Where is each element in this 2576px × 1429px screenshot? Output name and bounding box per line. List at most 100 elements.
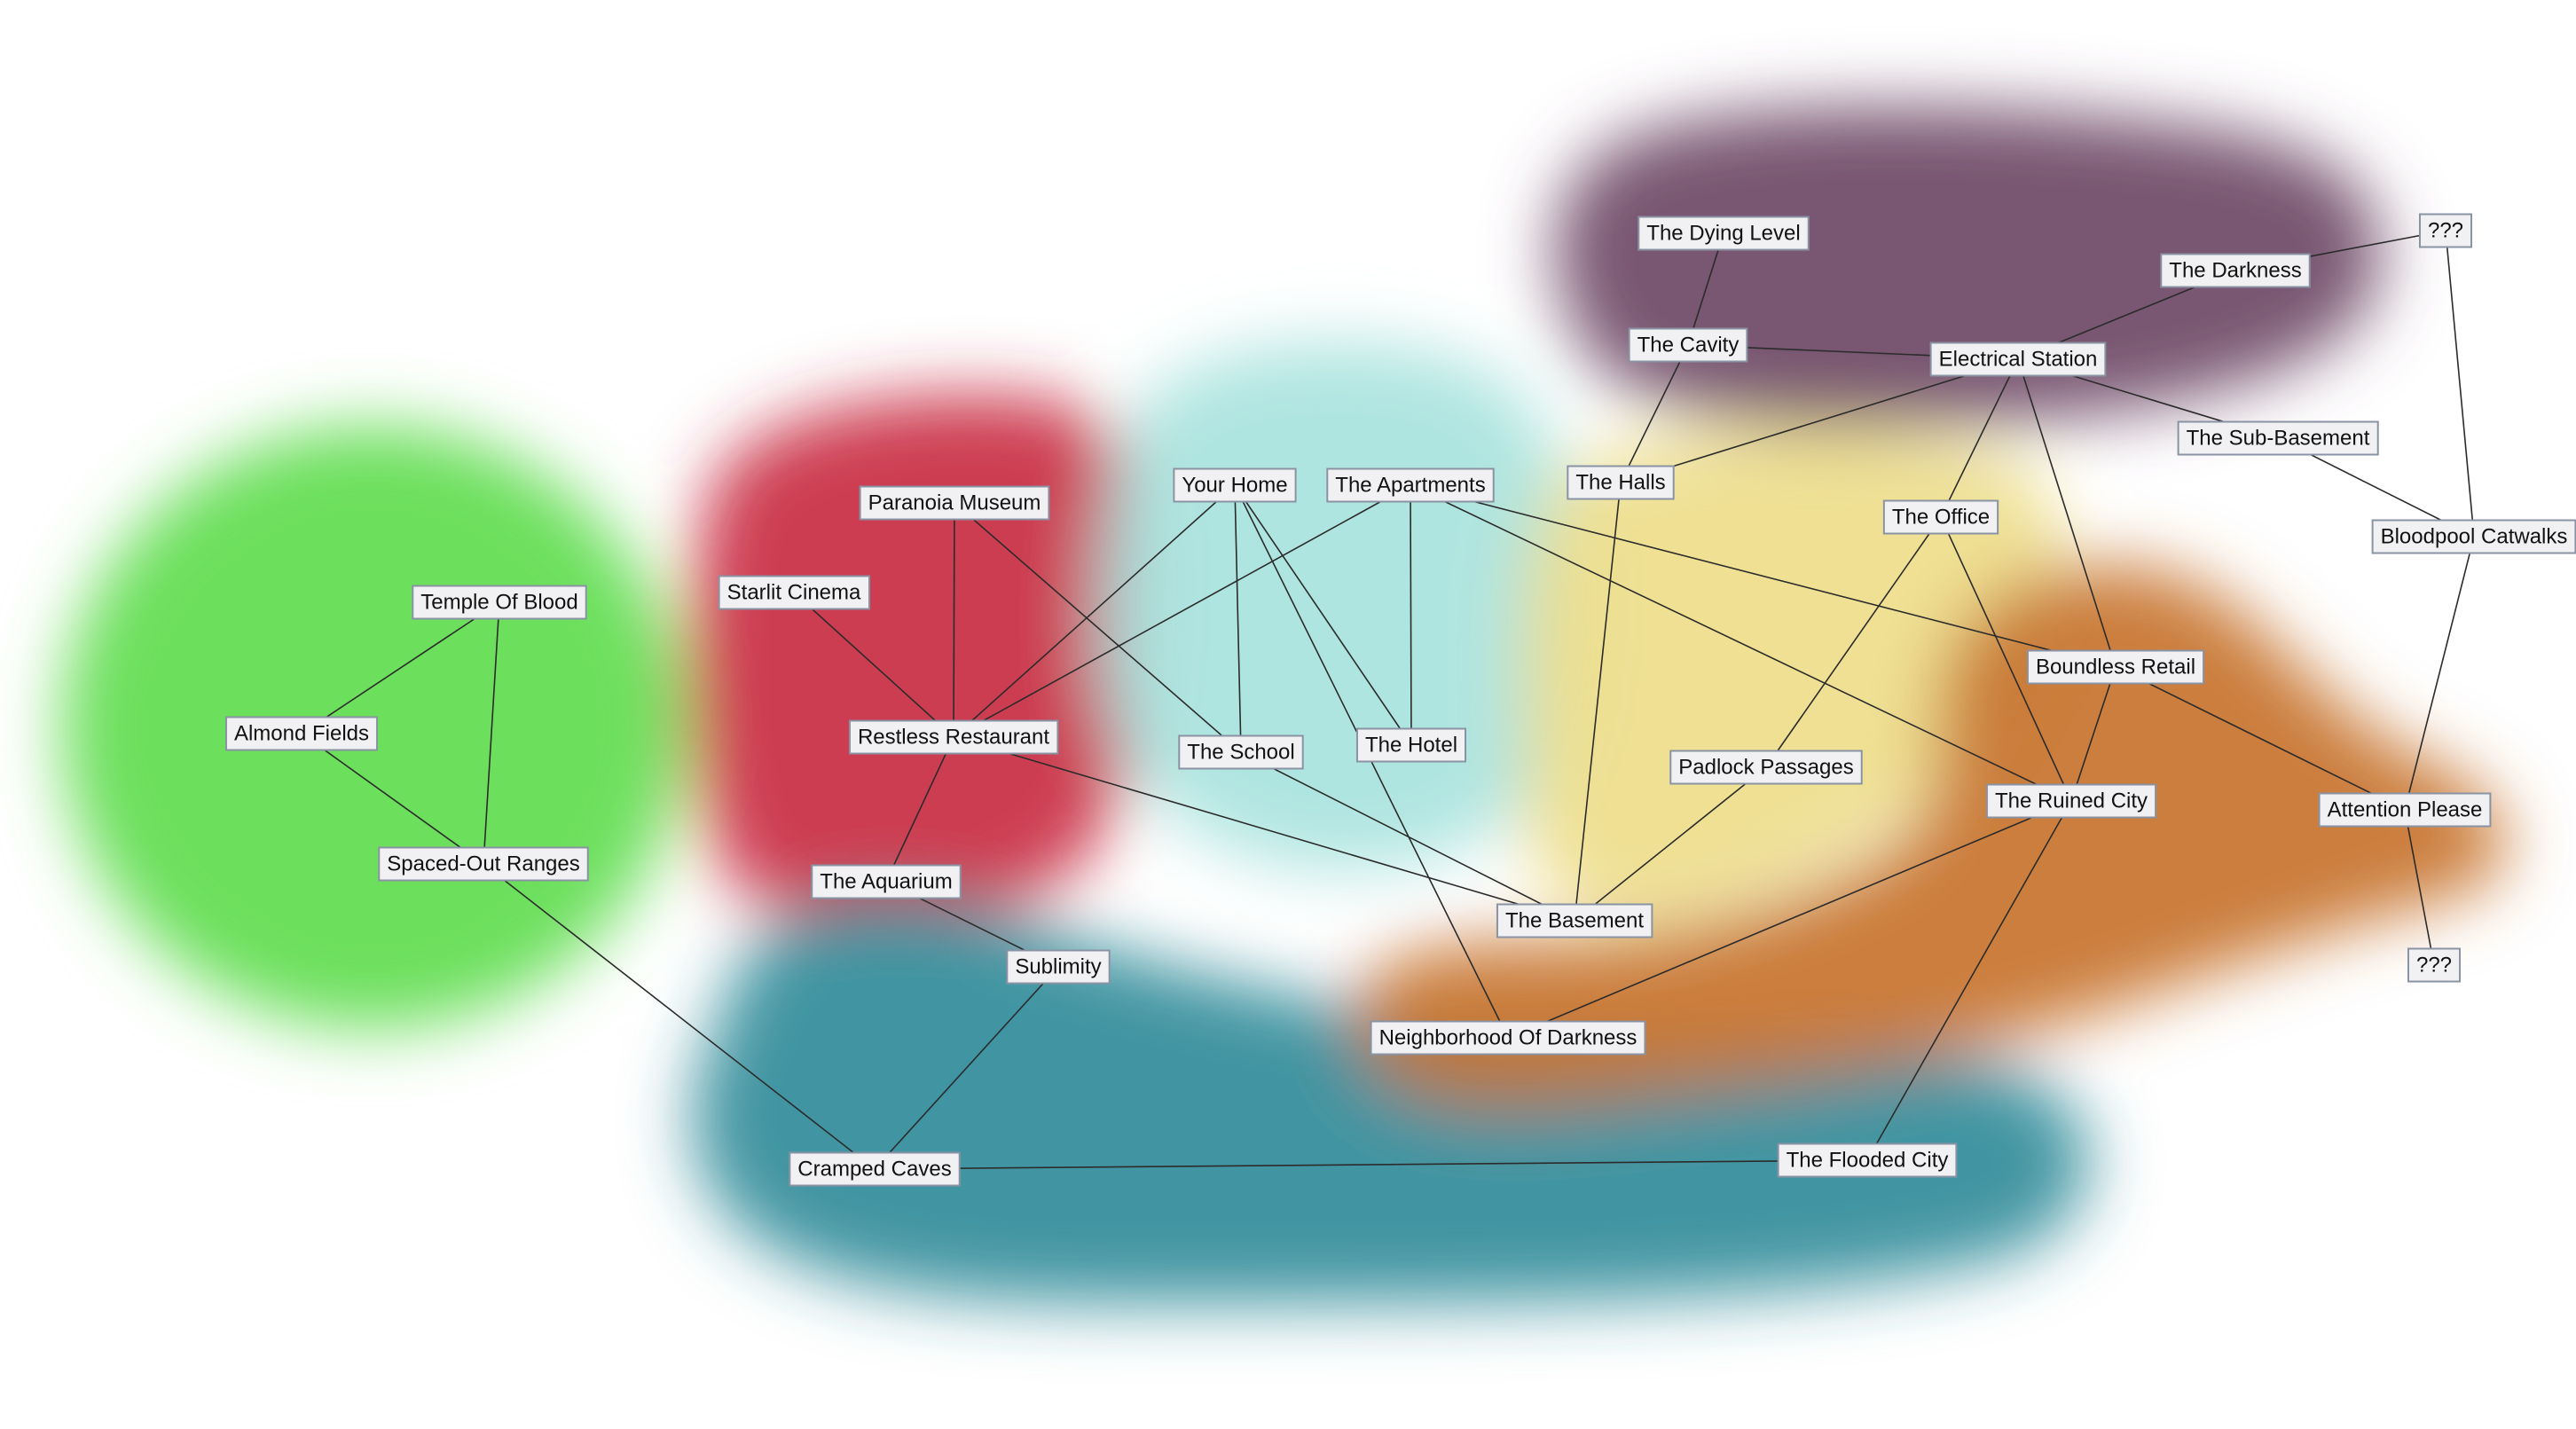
edge-office-padlock (1765, 516, 1942, 768)
edge-electrical-boundless (2017, 358, 2117, 668)
node-aquarium[interactable]: The Aquarium (811, 864, 962, 899)
edge-office-ruined (1940, 516, 2072, 802)
node-label: Your Home (1182, 474, 1287, 498)
node-box (378, 846, 589, 882)
node-label: The Basement (1505, 909, 1644, 933)
edge-basement-padlock (1574, 766, 1767, 922)
node-box (2418, 213, 2473, 248)
node-apartments[interactable]: The Apartments (1326, 467, 1495, 503)
node-label: The Office (1892, 506, 1990, 530)
edge-temple-almond (301, 601, 500, 734)
edge-home-school (1234, 484, 1242, 753)
node-box (1628, 327, 1748, 363)
edge-restless-home (953, 484, 1236, 738)
region-yellow (1522, 428, 2062, 923)
edge-dying-cavity (1687, 232, 1724, 346)
node-box (1777, 1142, 1958, 1178)
node-home[interactable]: Your Home (1173, 467, 1297, 503)
node-label: The Hotel (1365, 734, 1457, 758)
edge-basement-halls (1574, 482, 1622, 922)
node-attention[interactable]: Attention Please (2318, 792, 2492, 828)
node-box (1326, 467, 1495, 503)
node-box (224, 716, 379, 751)
node-label: The School (1187, 741, 1294, 765)
node-q2[interactable]: ??? (2407, 947, 2462, 983)
node-box (2177, 420, 2379, 456)
node-label: Starlit Cinema (727, 581, 861, 605)
node-box (2026, 649, 2205, 685)
edge-restless-basement (953, 736, 1575, 922)
node-box (1370, 1020, 1646, 1056)
edge-neighborhood-ruined (1507, 800, 2072, 1039)
edge-spaced-cramped (483, 863, 876, 1170)
node-starlit[interactable]: Starlit Cinema (718, 575, 871, 610)
node-sublimity[interactable]: Sublimity (1006, 949, 1111, 985)
node-label: Spaced-Out Ranges (387, 852, 579, 876)
region-teal (692, 896, 2090, 1304)
node-box (2318, 792, 2492, 828)
node-label: Neighborhood Of Darkness (1379, 1026, 1637, 1050)
node-temple[interactable]: Temple Of Blood (412, 585, 587, 620)
node-label: The Darkness (2169, 259, 2301, 283)
node-label: Cramped Caves (797, 1158, 951, 1182)
node-restless[interactable]: Restless Restaurant (848, 719, 1059, 755)
node-spaced[interactable]: Spaced-Out Ranges (378, 846, 589, 882)
edge-boundless-attention (2115, 666, 2406, 811)
node-box (1637, 216, 1810, 251)
edge-home-hotel (1234, 484, 1412, 746)
node-label: Restless Restaurant (858, 726, 1049, 750)
edge-apartments-boundless (1410, 484, 2117, 668)
node-office[interactable]: The Office (1882, 499, 1999, 535)
region-layer (62, 106, 2507, 1304)
node-dying[interactable]: The Dying Level (1637, 216, 1810, 251)
node-label: Padlock Passages (1678, 756, 1853, 780)
node-q1[interactable]: ??? (2418, 213, 2473, 248)
node-box (789, 1151, 961, 1187)
node-label: The Dying Level (1646, 222, 1800, 246)
node-box (1882, 499, 1999, 535)
node-label: The Halls (1575, 471, 1665, 495)
node-box (811, 864, 962, 899)
node-subbasement[interactable]: The Sub-Basement (2177, 420, 2379, 456)
node-cramped[interactable]: Cramped Caves (789, 1151, 961, 1187)
node-neighborhood[interactable]: Neighborhood Of Darkness (1370, 1020, 1646, 1056)
node-halls[interactable]: The Halls (1567, 465, 1675, 500)
node-box (2160, 253, 2311, 288)
node-padlock[interactable]: Padlock Passages (1669, 750, 1863, 785)
edge-starlit-restless (793, 592, 954, 738)
node-box (2407, 947, 2462, 983)
node-boundless[interactable]: Boundless Retail (2026, 649, 2205, 685)
node-label: Paranoia Museum (868, 491, 1041, 515)
node-label: ??? (2428, 219, 2463, 243)
node-flooded[interactable]: The Flooded City (1777, 1142, 1958, 1178)
node-basement[interactable]: The Basement (1496, 903, 1653, 938)
node-almond[interactable]: Almond Fields (224, 716, 379, 751)
edge-school-basement (1240, 751, 1575, 922)
node-electrical[interactable]: Electrical Station (1929, 342, 2107, 377)
node-bloodpool[interactable]: Bloodpool Catwalks (2371, 519, 2576, 554)
edge-layer (301, 230, 2475, 1170)
node-box (1669, 750, 1863, 785)
node-label: The Sub-Basement (2187, 427, 2370, 451)
node-paranoia[interactable]: Paranoia Museum (859, 485, 1050, 521)
node-school[interactable]: The School (1178, 734, 1304, 770)
node-ruined[interactable]: The Ruined City (1985, 783, 2157, 819)
node-label: Bloodpool Catwalks (2381, 525, 2568, 549)
node-box (1929, 342, 2107, 377)
node-hotel[interactable]: The Hotel (1355, 727, 1467, 763)
edge-electrical-halls (1620, 358, 2019, 483)
node-box (1173, 467, 1297, 503)
node-darkness[interactable]: The Darkness (2160, 253, 2311, 288)
node-box (1355, 727, 1467, 763)
node-box (2371, 519, 2576, 554)
node-label: The Apartments (1335, 474, 1485, 498)
edge-restless-apartments (953, 484, 1411, 738)
node-box (412, 585, 587, 620)
edge-bloodpool-attention (2404, 536, 2475, 811)
edge-almond-spaced (301, 733, 484, 865)
node-label: Boundless Retail (2036, 656, 2195, 679)
edge-ruined-flooded (1866, 800, 2072, 1161)
node-cavity[interactable]: The Cavity (1628, 327, 1748, 363)
